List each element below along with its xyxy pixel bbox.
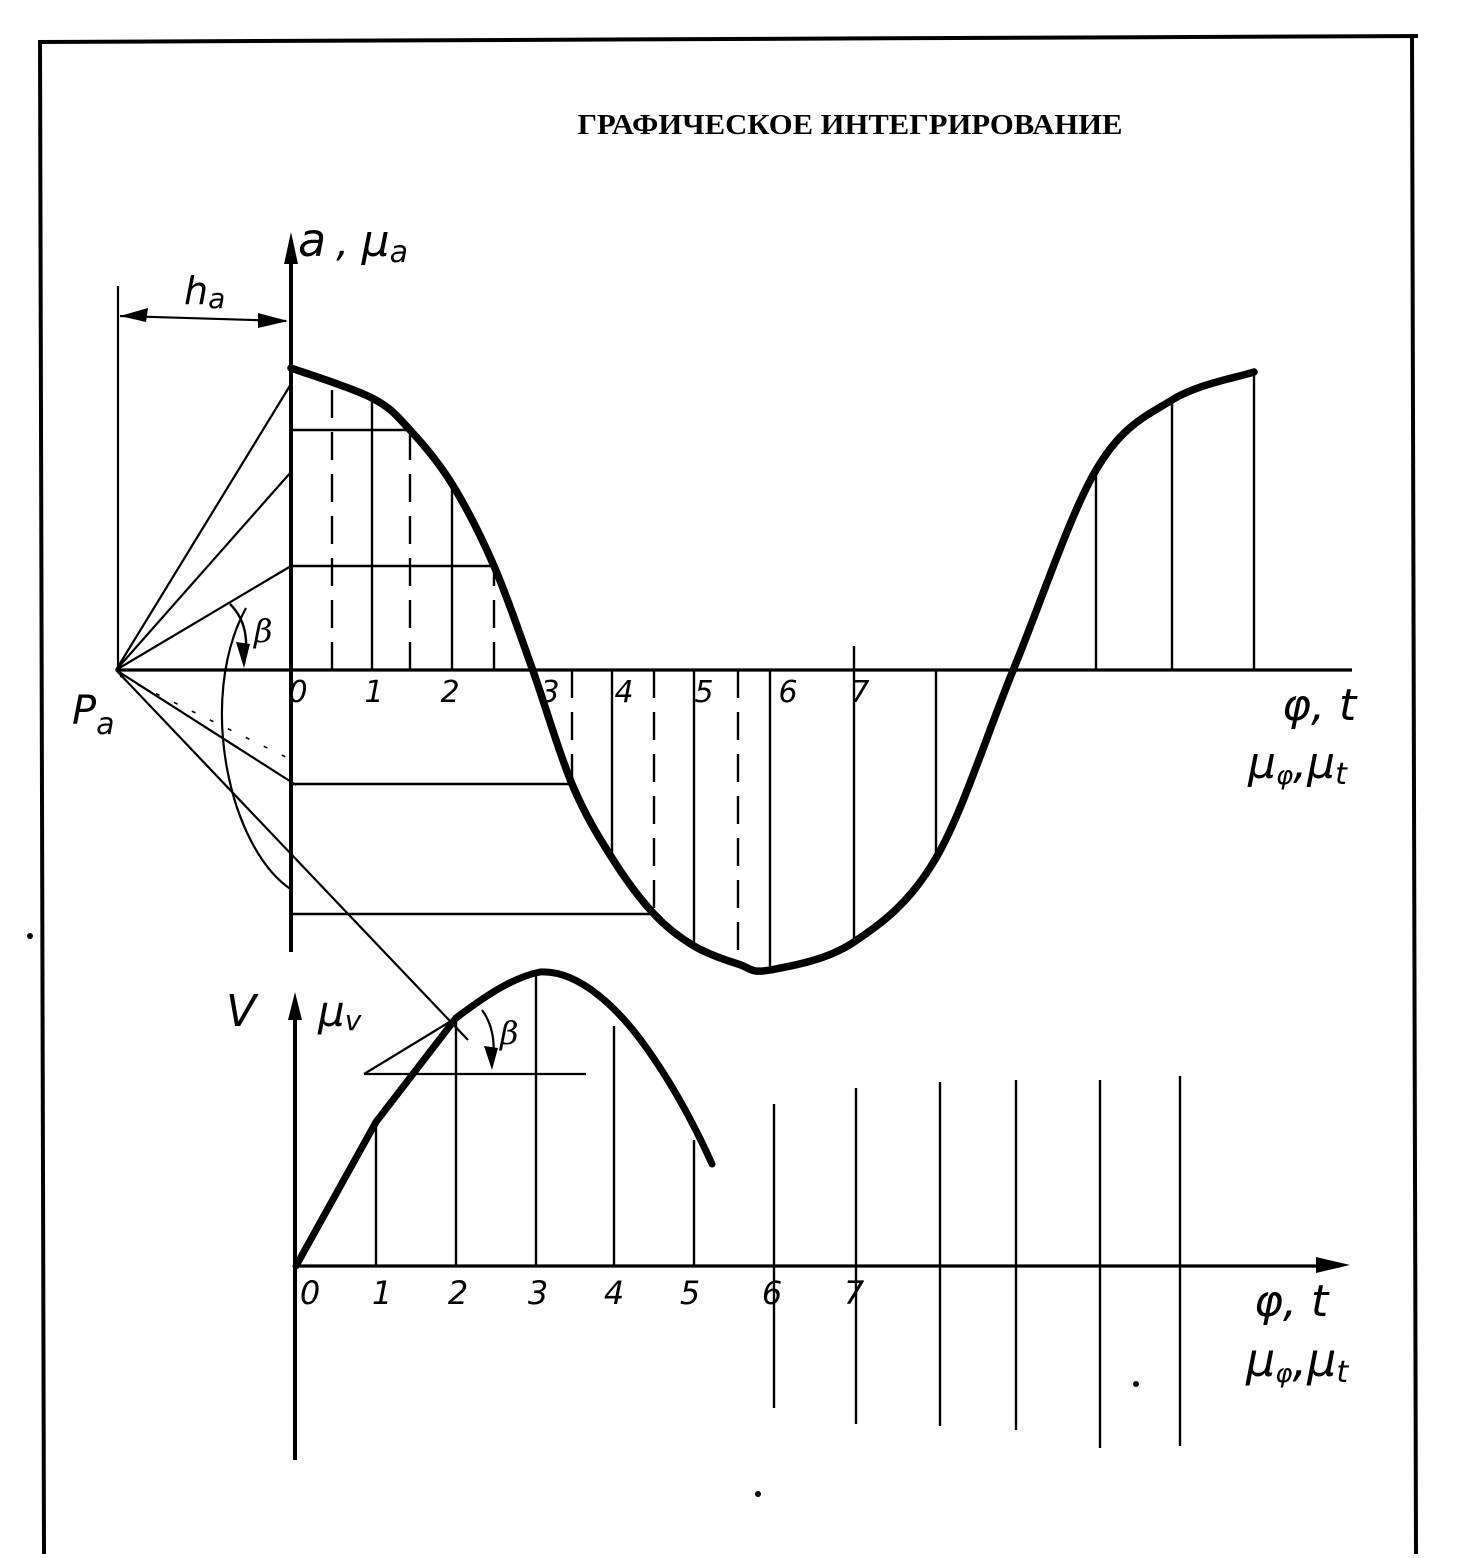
bottom-x-axis-arrow bbox=[1316, 1257, 1350, 1273]
bottom-x-axis-label: φ, t bbox=[1254, 1276, 1330, 1327]
frame-left bbox=[38, 41, 46, 1555]
v-axis-label: V bbox=[226, 986, 259, 1037]
page-title: ГРАФИЧЕСКОЕ ИНТЕГРИРОВАНИЕ bbox=[578, 109, 1123, 141]
frame-right bbox=[1410, 35, 1418, 1555]
top-x-axis-scale-label: μφ,μt bbox=[1247, 738, 1348, 792]
bottom-tick-label: 2 bbox=[448, 1274, 468, 1312]
pole-ray bbox=[115, 565, 292, 671]
bottom-tick-label: 0 bbox=[300, 1274, 320, 1312]
top-graph: ha β a, μa Pa φ, t μφ,μt 0 1 2 3 4 5 6 7 bbox=[72, 213, 1358, 1041]
pole-ray bbox=[115, 383, 292, 671]
bottom-tick-label: 7 bbox=[844, 1274, 865, 1312]
top-tick-label: 1 bbox=[364, 675, 383, 710]
v-axis-scale-label: μv bbox=[317, 987, 362, 1037]
angle-label-bottom: β bbox=[499, 1014, 519, 1052]
speck bbox=[27, 933, 33, 939]
speck bbox=[1133, 1381, 1139, 1387]
bottom-tick-label: 1 bbox=[372, 1274, 392, 1312]
top-tick-label: 0 bbox=[288, 675, 307, 710]
top-tick-label: 2 bbox=[440, 675, 459, 710]
speck bbox=[755, 1491, 761, 1497]
tangent-line bbox=[363, 1017, 457, 1075]
top-hatching bbox=[330, 372, 1256, 970]
bottom-tick-labels: 0 1 2 3 4 5 6 7 bbox=[300, 1274, 865, 1312]
angle-label: β bbox=[253, 612, 273, 650]
top-tick-label: 4 bbox=[614, 675, 633, 710]
bottom-graph: β V μv φ, t μφ,μt 0 1 2 3 4 5 6 7 bbox=[226, 968, 1350, 1460]
bottom-tick-label: 5 bbox=[680, 1274, 700, 1312]
pole-label: Pa bbox=[72, 688, 115, 742]
top-tick-label: 3 bbox=[540, 675, 559, 710]
a-axis-label: a, μa bbox=[298, 213, 408, 270]
top-tick-label: 7 bbox=[850, 675, 869, 710]
bottom-x-axis-scale-label: μφ,μt bbox=[1245, 1333, 1349, 1390]
ha-arrow-right bbox=[258, 313, 288, 328]
bottom-tick-label: 6 bbox=[762, 1274, 782, 1312]
a-axis-arrow bbox=[284, 232, 298, 264]
distance-label: ha bbox=[184, 269, 225, 315]
angle-arrow bbox=[236, 642, 250, 668]
v-axis-arrow bbox=[288, 992, 302, 1020]
pole-ray-dashed bbox=[119, 675, 297, 763]
pole-ray bbox=[115, 471, 292, 671]
pole-ray bbox=[115, 669, 297, 786]
top-x-axis-label: φ, t bbox=[1282, 680, 1358, 731]
transfer-arc bbox=[220, 607, 293, 891]
top-tick-labels: 0 1 2 3 4 5 6 7 bbox=[288, 675, 869, 710]
angle-arrow-bottom bbox=[484, 1046, 498, 1070]
top-tick-label: 5 bbox=[694, 675, 713, 710]
frame-top bbox=[37, 34, 1419, 44]
bottom-ordinates bbox=[374, 972, 1182, 1448]
bottom-tick-label: 4 bbox=[604, 1274, 624, 1312]
bottom-tick-label: 3 bbox=[528, 1274, 548, 1312]
acceleration-curve bbox=[287, 364, 1258, 975]
ha-arrow-left bbox=[120, 308, 148, 322]
top-tick-label: 6 bbox=[778, 675, 797, 710]
velocity-curve bbox=[292, 968, 716, 1270]
